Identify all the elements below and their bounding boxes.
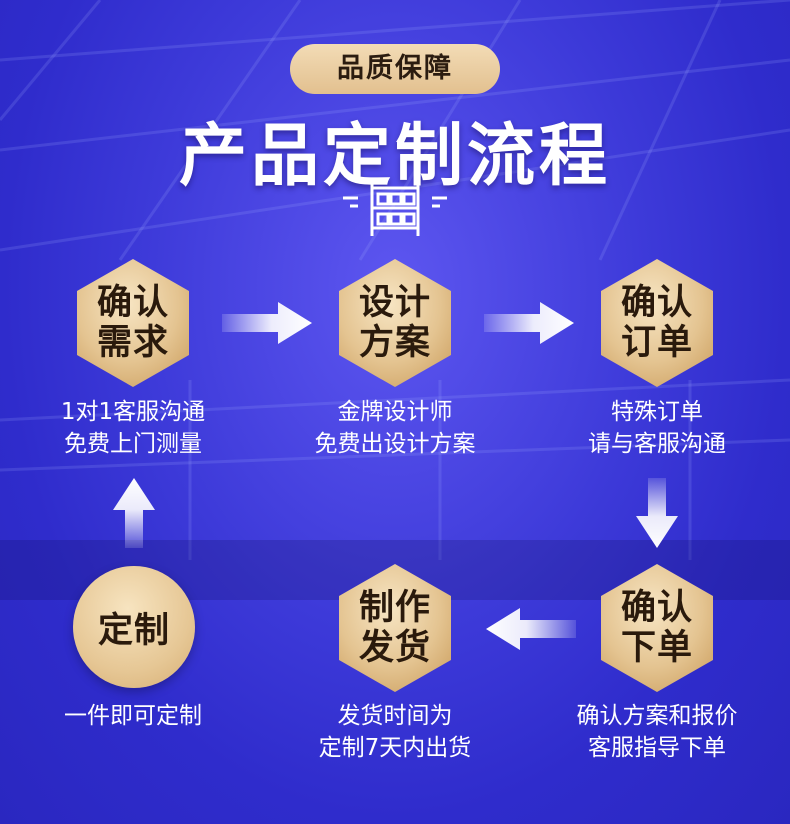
shelf-icon	[343, 182, 447, 236]
step-label: 设计 方案	[358, 283, 431, 363]
step-place-order: 确认 下单	[591, 562, 723, 694]
step-desc-3: 特殊订单 请与客服沟通	[588, 399, 726, 457]
arrow-left-icon	[486, 608, 576, 650]
hexagon-shape	[339, 259, 451, 387]
step-design-plan: 设计 方案	[329, 257, 461, 389]
step-desc-2: 金牌设计师 免费出设计方案	[314, 399, 476, 457]
hexagon-shape	[77, 259, 189, 387]
hexagon-shape	[339, 564, 451, 692]
step-desc-6: 一件即可定制	[64, 703, 202, 729]
hexagon-shape	[601, 564, 713, 692]
step-desc-4: 确认方案和报价 客服指导下单	[576, 703, 738, 761]
step-customize-circle: 定制	[73, 566, 195, 688]
step-label: 制作 发货	[358, 588, 431, 668]
step-label: 确认 订单	[620, 283, 693, 363]
step-label: 确认 下单	[620, 588, 693, 668]
step-produce-ship: 制作 发货	[329, 562, 461, 694]
step-desc-1: 1对1客服沟通 免费上门测量	[60, 399, 206, 457]
arrow-up-icon	[113, 478, 155, 548]
quality-badge: 品质保障	[290, 44, 500, 94]
arrow-right-icon	[484, 302, 574, 344]
arrow-right-icon	[222, 302, 312, 344]
step-confirm-requirements: 确认 需求	[67, 257, 199, 389]
step-confirm-order: 确认 订单	[591, 257, 723, 389]
step-label: 确认 需求	[96, 283, 169, 363]
step-desc-5: 发货时间为 定制7天内出货	[318, 703, 472, 761]
arrow-down-icon	[636, 478, 678, 548]
page-title: 产品定制流程	[178, 117, 611, 196]
hexagon-shape	[601, 259, 713, 387]
